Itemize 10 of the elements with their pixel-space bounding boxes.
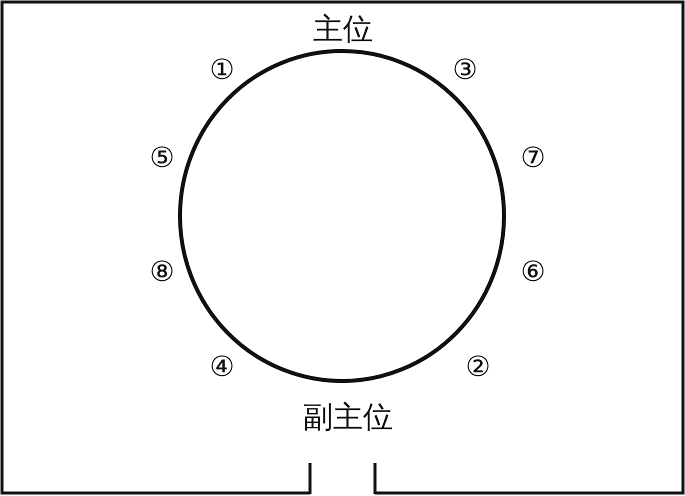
seat-label: 副主位 (303, 403, 393, 433)
seat-number: ⑦ (520, 144, 546, 172)
seat-number: ② (466, 353, 490, 381)
seat-label: 主位 (313, 15, 373, 45)
seat-number: ③ (452, 56, 478, 84)
seat-number: ⑥ (520, 258, 546, 286)
seat-number: ⑧ (150, 258, 174, 286)
seat-number: ④ (210, 353, 234, 381)
seat-number: ① (210, 56, 234, 84)
seat-number: ⑤ (150, 144, 174, 172)
